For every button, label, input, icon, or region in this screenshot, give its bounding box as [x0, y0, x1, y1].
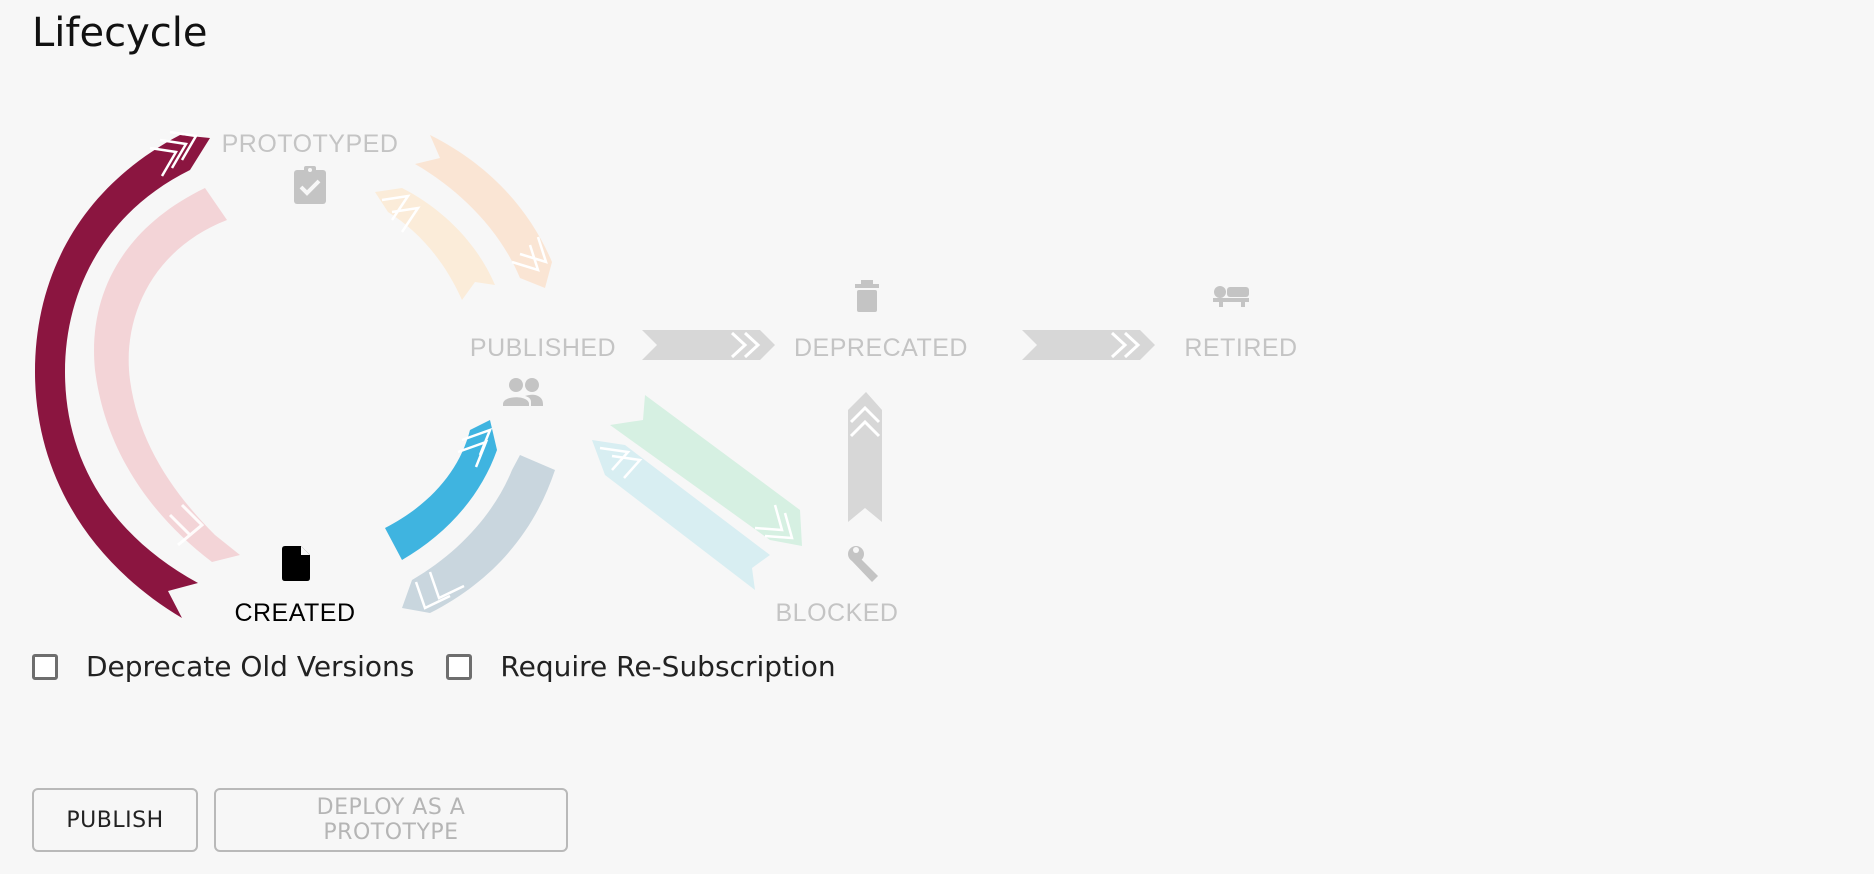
state-label-retired: RETIRED [1184, 334, 1297, 362]
clipboard-check-icon [294, 166, 326, 204]
require-resubscription-checkbox[interactable] [446, 653, 473, 680]
option-require-resubscription[interactable]: Require Re-Subscription [446, 650, 836, 683]
lifecycle-options: Deprecate Old Versions Require Re-Subscr… [32, 650, 868, 683]
publish-button[interactable]: PUBLISH [32, 788, 198, 852]
state-label-deprecated: DEPRECATED [794, 334, 968, 362]
arrow-deprecated-to-retired[interactable] [1022, 330, 1155, 360]
arrow-published-to-prototyped [375, 188, 495, 300]
document-icon [282, 546, 310, 581]
arrow-prototyped-to-published [415, 135, 552, 288]
wrench-icon [848, 546, 878, 582]
state-label-blocked: BLOCKED [776, 599, 899, 627]
bed-icon [1213, 286, 1249, 307]
arrow-published-to-created [402, 455, 555, 613]
state-label-published: PUBLISHED [470, 334, 616, 362]
arrow-published-to-deprecated[interactable] [642, 330, 775, 360]
arrow-prototyped-to-created [94, 188, 240, 562]
arrow-blocked-to-published [592, 440, 770, 590]
lifecycle-actions: PUBLISH DEPLOY AS A PROTOTYPE [32, 788, 584, 852]
arrow-created-to-prototyped[interactable] [35, 130, 210, 618]
lifecycle-diagram: PROTOTYPED PUBLISHED DEPRECATED RETIRED … [35, 130, 1297, 627]
trash-icon [855, 280, 879, 312]
deprecate-old-versions-checkbox[interactable] [32, 653, 58, 680]
option-deprecate-old-versions[interactable]: Deprecate Old Versions [32, 650, 414, 683]
arrow-blocked-to-deprecated[interactable] [848, 392, 882, 522]
page-title: Lifecycle [32, 10, 208, 56]
users-icon [503, 378, 543, 406]
arrow-published-to-blocked [610, 395, 802, 546]
require-resubscription-label: Require Re-Subscription [500, 650, 836, 683]
state-label-created: CREATED [234, 599, 355, 627]
deprecate-old-versions-label: Deprecate Old Versions [86, 650, 415, 683]
state-label-prototyped: PROTOTYPED [222, 130, 399, 158]
arrow-created-to-published[interactable] [385, 420, 497, 560]
deploy-as-prototype-button[interactable]: DEPLOY AS A PROTOTYPE [214, 788, 568, 852]
